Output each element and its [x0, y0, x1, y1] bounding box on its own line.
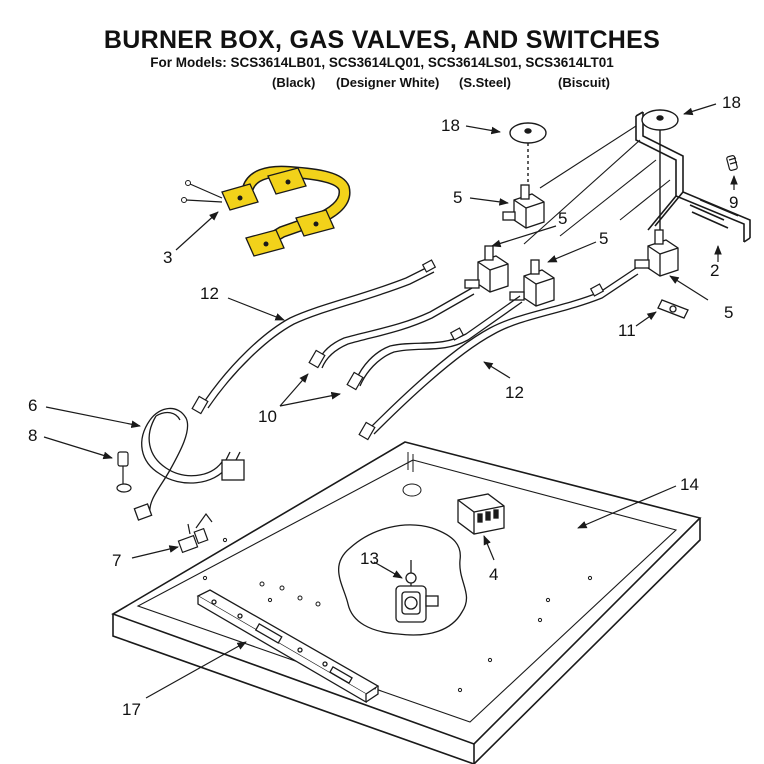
callout-labels: 18 18 5 5 5 5 9 3 2 12 11 6 8 10 12 14 7…	[28, 93, 741, 719]
gas-manifold[interactable]	[635, 111, 751, 243]
switch-harness-highlighted[interactable]	[181, 165, 351, 257]
callout-2: 2	[710, 261, 719, 280]
box-details	[202, 452, 593, 693]
models-subtitle: For Models: SCS3614LB01, SCS3614LQ01, SC…	[150, 55, 614, 70]
callout-17: 17	[122, 700, 141, 719]
tube-fittings	[191, 259, 605, 441]
burner-cap-right[interactable]	[641, 109, 679, 240]
gas-valve-middle-right[interactable]	[509, 259, 555, 307]
callout-13: 13	[360, 549, 379, 568]
screw[interactable]	[726, 155, 738, 171]
valve-gasket[interactable]	[657, 299, 689, 319]
wire-connector[interactable]	[177, 512, 213, 554]
callout-9: 9	[729, 193, 738, 212]
callout-5-top: 5	[453, 188, 462, 207]
callout-4: 4	[489, 565, 498, 584]
burner-tubes[interactable]	[203, 265, 639, 435]
callout-5-right: 5	[724, 303, 733, 322]
variant-designer-white: (Designer White)	[336, 75, 440, 90]
cutaway-blob	[338, 524, 468, 636]
callout-18-right: 18	[722, 93, 741, 112]
callout-12-right: 12	[505, 383, 524, 402]
spark-module[interactable]	[457, 493, 505, 535]
diagram-title: BURNER BOX, GAS VALVES, AND SWITCHES	[103, 26, 661, 54]
gas-valve-right[interactable]	[634, 229, 679, 277]
callout-7: 7	[112, 551, 121, 570]
callout-10: 10	[258, 407, 277, 426]
gas-regulator[interactable]	[395, 560, 439, 623]
callout-5-middle-left: 5	[558, 209, 567, 228]
burner-cap-left[interactable]	[509, 122, 547, 185]
callout-5-middle-right: 5	[599, 229, 608, 248]
ground-screw[interactable]	[116, 451, 132, 493]
variant-black: (Black)	[272, 75, 316, 90]
callout-6: 6	[28, 396, 37, 415]
callout-18-left: 18	[441, 116, 460, 135]
callout-11: 11	[618, 321, 636, 340]
callout-3: 3	[163, 248, 172, 267]
burner-rail[interactable]	[196, 589, 380, 704]
gas-valve-top[interactable]	[502, 184, 545, 229]
manifold-feed-lines	[523, 125, 671, 245]
leader-lines	[43, 103, 738, 699]
callout-12-left: 12	[200, 284, 219, 303]
power-cord[interactable]	[133, 407, 245, 521]
gas-valve-middle-left[interactable]	[464, 245, 509, 293]
variant-stainless: (S.Steel)	[459, 75, 512, 90]
variant-biscuit: (Biscuit)	[558, 75, 610, 90]
callout-14: 14	[680, 475, 699, 494]
callout-8: 8	[28, 426, 37, 445]
